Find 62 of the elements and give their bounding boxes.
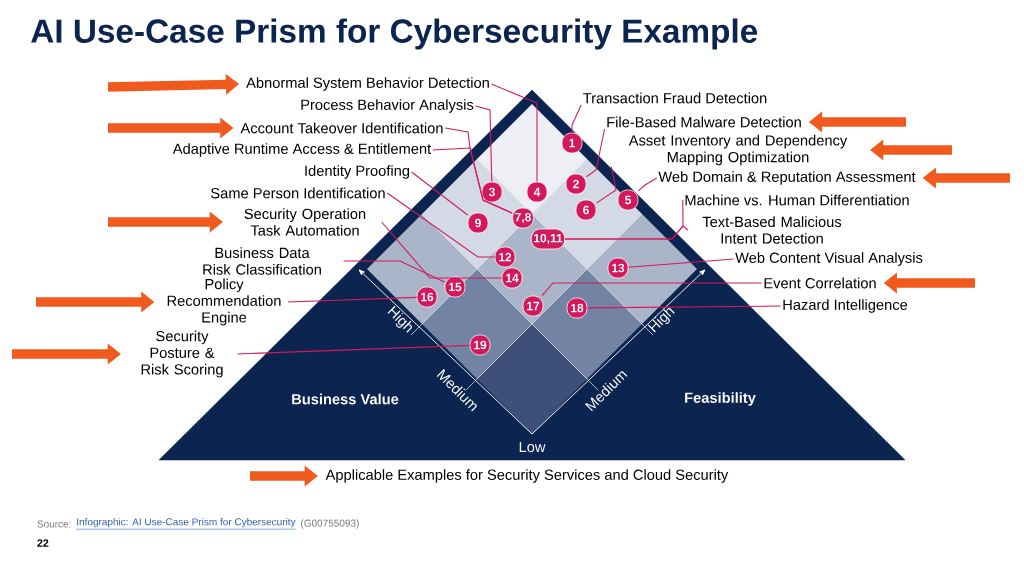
use-case-label: Asset Inventory and Dependency Mapping Optimization bbox=[628, 134, 848, 166]
leader-line bbox=[571, 104, 582, 134]
leader-line bbox=[627, 258, 735, 268]
number-badge: 3 bbox=[481, 181, 503, 203]
number-badge: 17 bbox=[522, 295, 544, 317]
use-case-label: Account Takeover Identification bbox=[240, 122, 443, 134]
leader-line bbox=[586, 305, 782, 309]
use-case-label: Business Data Risk Classification bbox=[203, 247, 321, 275]
use-case-label: Web Domain & Reputation Assessment bbox=[658, 171, 916, 185]
number-badge: 15 bbox=[444, 276, 466, 298]
leader-line bbox=[237, 344, 471, 355]
axis-label: Low bbox=[519, 441, 546, 453]
number-badge: 5 bbox=[617, 189, 639, 211]
number-badge: 9 bbox=[467, 212, 489, 234]
use-case-label: Identity Proofing bbox=[305, 165, 410, 179]
use-case-label: Process Behavior Analysis bbox=[301, 99, 474, 113]
number-badge: 12 bbox=[494, 246, 516, 268]
number-badge: 19 bbox=[469, 334, 491, 356]
use-case-label: Text-Based Malicious Intent Detection bbox=[702, 216, 842, 244]
title: AI Use-Case Prism for Cybersecurity Example bbox=[31, 18, 758, 50]
number-badge: 2 bbox=[565, 173, 587, 195]
use-case-label: Hazard Intelligence bbox=[783, 299, 908, 313]
leader-line bbox=[585, 128, 606, 178]
leader-line bbox=[432, 147, 513, 214]
leader-line bbox=[386, 192, 496, 258]
use-case-label: Policy Recommendation Engine bbox=[167, 278, 281, 326]
leader-line bbox=[564, 225, 689, 240]
use-case-label: Security Operation Task Automation bbox=[244, 208, 366, 236]
use-case-label: File-Based Malware Detection bbox=[607, 116, 801, 128]
axis-title: Feasibility bbox=[685, 392, 756, 406]
number-badge: 1 bbox=[561, 132, 583, 154]
leader-line bbox=[541, 282, 763, 297]
number-badge: 10,11 bbox=[530, 228, 566, 250]
number-badge: 6 bbox=[575, 199, 597, 221]
source-link: Infographic: AI Use-Case Prism for Cybersecurity bbox=[76, 518, 296, 530]
legend-text: Applicable Examples for Security Services and Cloud Security bbox=[325, 469, 729, 483]
leader-line bbox=[490, 83, 538, 183]
page-number: 22 bbox=[37, 539, 49, 547]
document-id: (G00755093) bbox=[301, 519, 359, 529]
use-case-label: Abnormal System Behavior Detection bbox=[246, 77, 489, 91]
leader-line bbox=[381, 221, 503, 279]
use-case-label: Machine vs. Human Differentiation bbox=[685, 194, 909, 206]
number-badge: 7,8 bbox=[512, 207, 534, 229]
use-case-label: Adaptive Runtime Access & Entitlement bbox=[172, 143, 432, 157]
number-badge: 4 bbox=[526, 181, 548, 203]
use-case-label: Transaction Fraud Detection bbox=[583, 92, 767, 104]
leader-line bbox=[411, 171, 469, 216]
axis-title: Business Value bbox=[292, 393, 399, 405]
leader-line bbox=[287, 296, 418, 303]
leader-line bbox=[474, 105, 493, 183]
use-case-label: Event Correlation bbox=[764, 277, 876, 289]
source-label: Source: bbox=[37, 520, 71, 528]
use-case-label: Same Person Identification bbox=[211, 187, 385, 199]
leader-line bbox=[343, 260, 446, 283]
leader-line bbox=[595, 166, 617, 204]
leader-line bbox=[637, 177, 658, 192]
use-case-label: Security Posture & Risk Scoring bbox=[141, 330, 223, 378]
number-badge: 13 bbox=[607, 257, 629, 279]
use-case-label: Web Content Visual Analysis bbox=[735, 252, 923, 266]
number-badge: 18 bbox=[566, 297, 588, 319]
number-badge: 14 bbox=[501, 267, 523, 289]
number-badge: 16 bbox=[416, 286, 438, 308]
